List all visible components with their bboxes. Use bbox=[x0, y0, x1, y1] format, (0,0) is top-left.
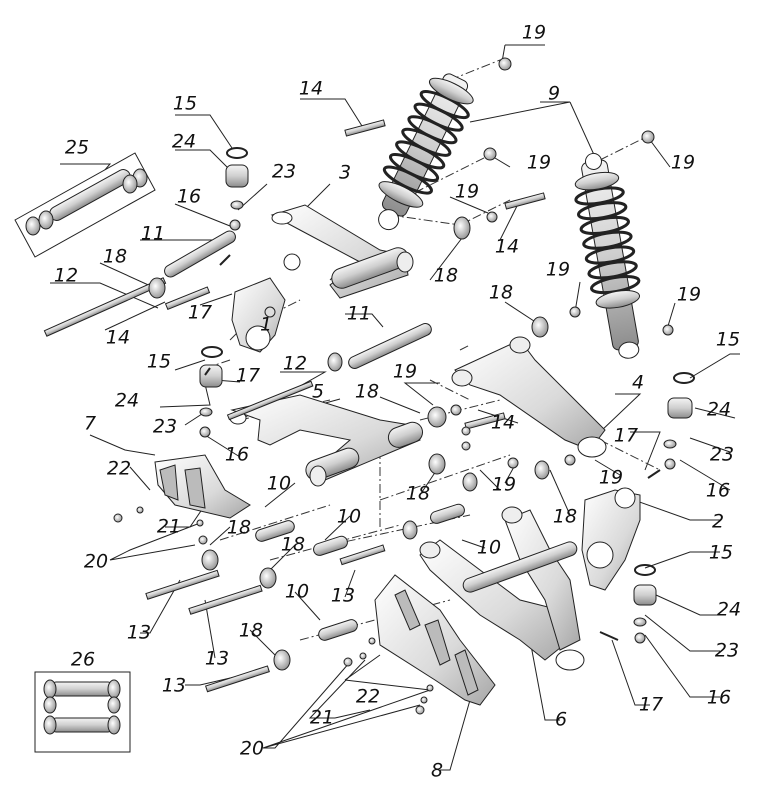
lower-arm-6 bbox=[419, 506, 585, 671]
callout-20: 20 bbox=[83, 550, 109, 573]
callout-16: 16 bbox=[224, 443, 250, 466]
callout-11: 11 bbox=[140, 222, 166, 245]
shock-absorber-left bbox=[378, 73, 474, 231]
callout-10: 10 bbox=[266, 472, 292, 495]
callout-23: 23 bbox=[271, 160, 297, 183]
callout-24: 24 bbox=[114, 389, 140, 412]
callout-18: 18 bbox=[405, 482, 431, 505]
upper-arm-4 bbox=[451, 336, 607, 458]
callout-19: 19 bbox=[491, 473, 517, 496]
callout-19: 19 bbox=[392, 360, 418, 383]
callout-3: 3 bbox=[338, 161, 352, 184]
callout-11: 11 bbox=[346, 302, 372, 325]
callout-23: 23 bbox=[714, 639, 740, 662]
knuckle-2 bbox=[581, 487, 641, 591]
callout-22: 22 bbox=[355, 685, 381, 708]
callout-18: 18 bbox=[226, 516, 252, 539]
callout-10: 10 bbox=[336, 505, 362, 528]
callout-16: 16 bbox=[706, 686, 732, 709]
callout-17: 17 bbox=[235, 364, 261, 387]
callout-15: 15 bbox=[172, 92, 198, 115]
callout-14: 14 bbox=[298, 77, 324, 100]
callout-15: 15 bbox=[715, 328, 741, 351]
callout-7: 7 bbox=[83, 412, 97, 435]
callout-8: 8 bbox=[430, 759, 444, 782]
callout-26: 26 bbox=[70, 648, 96, 671]
callout-24: 24 bbox=[706, 398, 732, 421]
shock-absorber-right bbox=[574, 152, 641, 359]
callout-10: 10 bbox=[284, 580, 310, 603]
callout-9: 9 bbox=[547, 82, 561, 105]
cotter-pins bbox=[204, 254, 661, 641]
callout-16: 16 bbox=[705, 479, 731, 502]
bolts bbox=[43, 119, 546, 693]
callout-18: 18 bbox=[280, 533, 306, 556]
callout-18: 18 bbox=[488, 281, 514, 304]
bushings bbox=[148, 216, 550, 671]
callout-14: 14 bbox=[490, 411, 516, 434]
callout-12: 12 bbox=[282, 352, 308, 375]
callout-19: 19 bbox=[598, 466, 624, 489]
callout-22: 22 bbox=[106, 457, 132, 480]
callout-19: 19 bbox=[676, 283, 702, 306]
callout-5: 5 bbox=[311, 380, 325, 403]
callout-13: 13 bbox=[330, 584, 356, 607]
callout-21: 21 bbox=[156, 515, 182, 538]
callout-18: 18 bbox=[354, 380, 380, 403]
skid-plate-7 bbox=[154, 454, 251, 519]
callout-18: 18 bbox=[238, 619, 264, 642]
callout-18: 18 bbox=[552, 505, 578, 528]
callout-20: 20 bbox=[239, 737, 265, 760]
callout-6: 6 bbox=[554, 708, 568, 731]
callout-21: 21 bbox=[309, 706, 335, 729]
kit-25-box bbox=[14, 152, 156, 258]
upper-arm-3 bbox=[270, 204, 414, 299]
knuckle-1 bbox=[231, 253, 301, 353]
callout-19: 19 bbox=[670, 151, 696, 174]
nuts bbox=[450, 57, 674, 469]
callout-12: 12 bbox=[53, 264, 79, 287]
callout-13: 13 bbox=[161, 674, 187, 697]
callout-13: 13 bbox=[204, 647, 230, 670]
kit-26-box bbox=[34, 671, 131, 753]
callout-24: 24 bbox=[171, 130, 197, 153]
callout-24: 24 bbox=[716, 598, 742, 621]
callout-19: 19 bbox=[545, 258, 571, 281]
callout-18: 18 bbox=[433, 264, 459, 287]
callout-23: 23 bbox=[709, 443, 735, 466]
callout-19: 19 bbox=[526, 151, 552, 174]
callout-2: 2 bbox=[711, 510, 725, 533]
callout-15: 15 bbox=[146, 350, 172, 373]
callout-14: 14 bbox=[105, 326, 131, 349]
lower-arm-5 bbox=[229, 394, 424, 487]
callout-14: 14 bbox=[494, 235, 520, 258]
skid-plate-8 bbox=[374, 574, 496, 706]
small-screws bbox=[113, 506, 434, 715]
callout-4: 4 bbox=[631, 371, 645, 394]
callout-10: 10 bbox=[476, 536, 502, 559]
ball-joints bbox=[199, 147, 695, 644]
callout-17: 17 bbox=[638, 693, 664, 716]
callout-1: 1 bbox=[259, 313, 273, 336]
leader-lines bbox=[50, 44, 740, 771]
callout-17: 17 bbox=[613, 424, 639, 447]
callout-16: 16 bbox=[176, 185, 202, 208]
callout-23: 23 bbox=[152, 415, 178, 438]
callout-13: 13 bbox=[126, 621, 152, 644]
callout-17: 17 bbox=[187, 301, 213, 324]
callout-15: 15 bbox=[708, 541, 734, 564]
callout-25: 25 bbox=[64, 136, 90, 159]
callout-19: 19 bbox=[521, 21, 547, 44]
callout-19: 19 bbox=[454, 180, 480, 203]
callout-18: 18 bbox=[102, 245, 128, 268]
